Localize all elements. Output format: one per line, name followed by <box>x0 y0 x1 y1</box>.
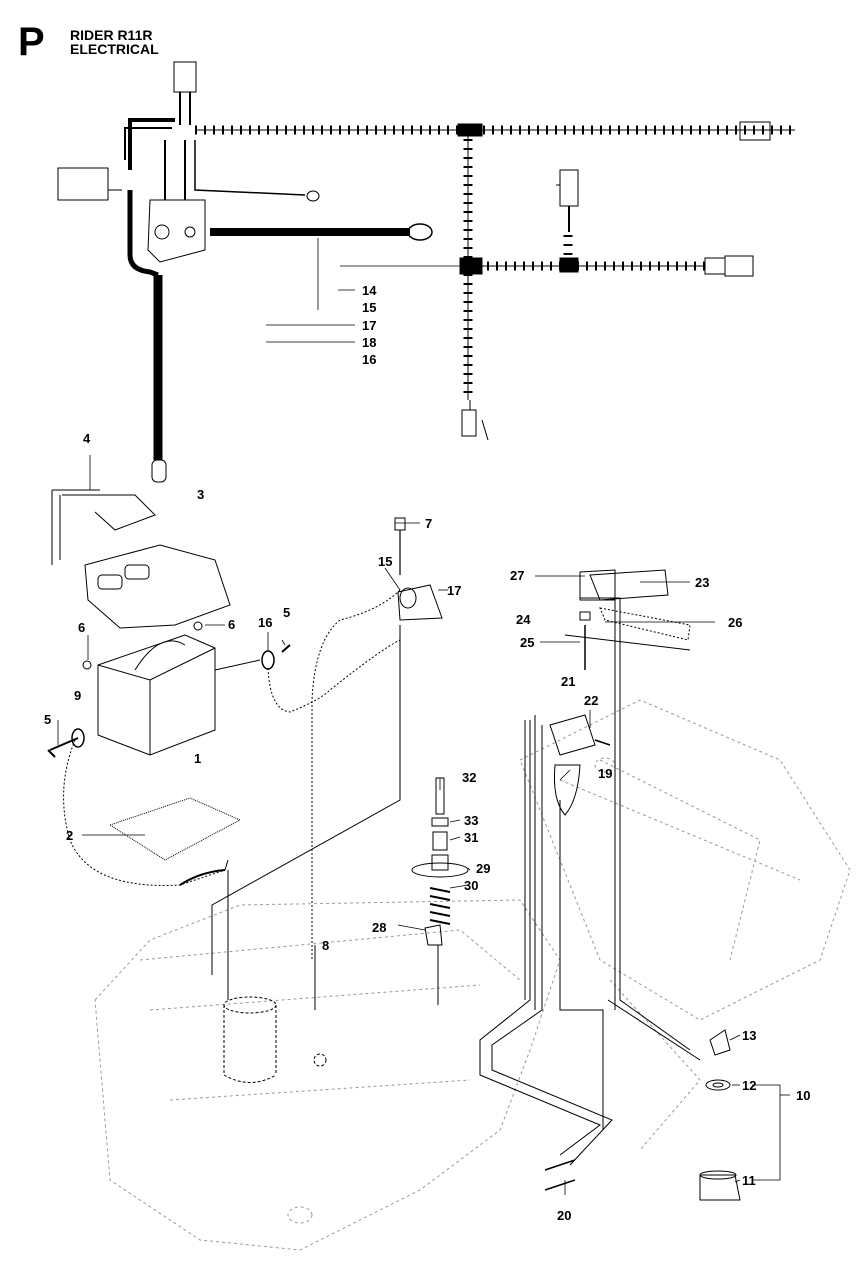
frame-wiring <box>211 597 701 1166</box>
callout-10: 10 <box>796 1088 810 1103</box>
callout-20: 20 <box>557 1208 571 1223</box>
callout-11: 11 <box>742 1173 756 1188</box>
callout-3: 3 <box>197 487 204 502</box>
callout-21: 21 <box>561 674 575 689</box>
callout-14: 14 <box>362 283 377 298</box>
callout-9: 9 <box>74 688 81 703</box>
callout-16-upper: 16 <box>362 352 376 367</box>
callout-22: 22 <box>584 693 598 708</box>
callout-30: 30 <box>464 878 478 893</box>
callout-15-lower: 15 <box>378 554 392 569</box>
callout-32: 32 <box>462 770 476 785</box>
callout-28: 28 <box>372 920 386 935</box>
callout-2: 2 <box>66 828 73 843</box>
callout-5-right: 5 <box>283 605 290 620</box>
callout-1: 1 <box>194 751 201 766</box>
wiring-harness <box>195 121 795 441</box>
callout-29: 29 <box>476 861 490 876</box>
callout-17-lower: 17 <box>447 583 461 598</box>
callout-6-left: 6 <box>78 620 85 635</box>
callout-19: 19 <box>598 766 612 781</box>
callout-5-left: 5 <box>44 712 51 727</box>
callout-15-upper: 15 <box>362 300 376 315</box>
callout-leaders <box>57 522 790 1195</box>
callout-6-right: 6 <box>228 617 235 632</box>
power-cables <box>57 61 433 483</box>
callout-31: 31 <box>464 830 478 845</box>
leader-lines-upper <box>266 238 460 343</box>
battery-assembly <box>51 455 242 861</box>
callout-33: 33 <box>464 813 478 828</box>
switch-parts <box>549 569 691 816</box>
fuse-holder-parts <box>544 1029 741 1201</box>
callout-17-upper: 17 <box>362 318 376 333</box>
callout-4: 4 <box>83 431 91 446</box>
title-block: RIDER R11R ELECTRICAL <box>70 28 159 56</box>
callout-16-lower: 16 <box>258 615 272 630</box>
callout-labels: 14 15 17 18 16 4 3 7 15 17 5 16 6 6 9 5 … <box>44 283 810 1223</box>
callout-27: 27 <box>510 568 524 583</box>
callout-26: 26 <box>728 615 742 630</box>
battery-cables <box>47 517 443 960</box>
callout-13: 13 <box>742 1028 756 1043</box>
callout-24: 24 <box>516 612 531 627</box>
callout-12: 12 <box>742 1078 756 1093</box>
section-name: ELECTRICAL <box>70 41 159 57</box>
model-name: RIDER R11R <box>70 27 153 43</box>
section-letter: P <box>18 20 45 64</box>
callout-7: 7 <box>425 516 432 531</box>
starter-motor <box>223 996 327 1083</box>
callout-23: 23 <box>695 575 709 590</box>
callout-8: 8 <box>322 938 329 953</box>
callout-25: 25 <box>520 635 534 650</box>
plunger-stack <box>397 777 469 1005</box>
callout-18: 18 <box>362 335 376 350</box>
